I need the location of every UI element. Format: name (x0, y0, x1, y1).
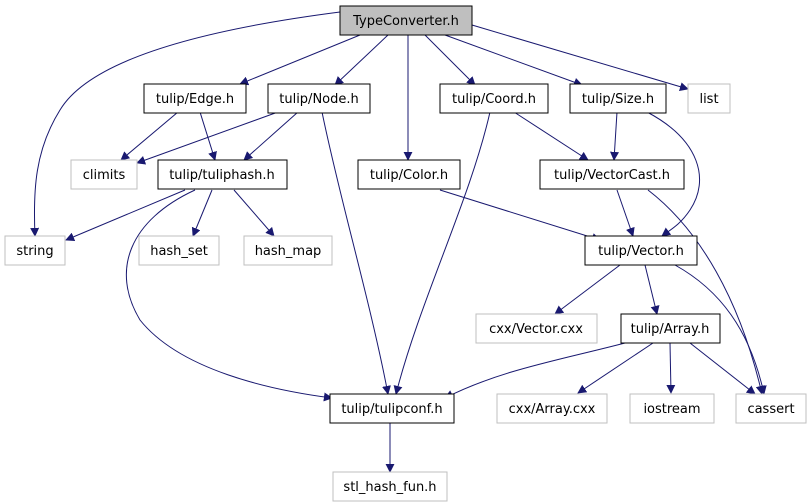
node-cassert[interactable]: cassert (735, 393, 807, 424)
node-label: string (16, 244, 53, 259)
node-label: climits (83, 168, 126, 183)
node-label: tulip/Node.h (279, 92, 359, 107)
node-label: tulip/tulipconf.h (341, 402, 442, 417)
node-hash-set[interactable]: hash_set (138, 235, 220, 266)
node-label: tulip/Array.h (631, 322, 710, 337)
edge-typeconverter-coord (424, 34, 476, 86)
edge-node-tulipconf (321, 111, 391, 395)
node-tulip-tuliphash[interactable]: tulip/tuliphash.h (157, 159, 288, 190)
edge-typeconverter-size (444, 34, 583, 87)
edge-size-vectorcast (610, 111, 619, 161)
edge-edge-tuliphash (199, 111, 217, 161)
edge-node-tuliphash (243, 111, 299, 161)
node-tulip-coord[interactable]: tulip/Coord.h (439, 83, 549, 114)
node-label: tulip/VectorCast.h (554, 168, 670, 183)
edge-vectorcast-vector (616, 189, 635, 237)
edge-typeconverter-node (334, 34, 389, 86)
node-label: tulip/Color.h (370, 168, 448, 183)
node-list[interactable]: list (687, 83, 731, 114)
node-label: tulip/Edge.h (156, 92, 234, 107)
node-tulip-edge[interactable]: tulip/Edge.h (143, 83, 247, 114)
edge-typeconverter-edge (239, 34, 361, 86)
node-tulip-tulipconf[interactable]: tulip/tulipconf.h (329, 393, 455, 424)
node-label: hash_map (255, 244, 322, 259)
node-tulip-vector[interactable]: tulip/Vector.h (584, 235, 698, 266)
edge-edge-climits (120, 111, 179, 161)
edge-typeconverter-string (30, 11, 341, 237)
node-label: cxx/Vector.cxx (489, 322, 583, 337)
node-label: stl_hash_fun.h (343, 480, 436, 495)
node-climits[interactable]: climits (70, 159, 138, 190)
node-tulip-size[interactable]: tulip/Size.h (569, 83, 667, 114)
edge-coord-tulipconf (393, 111, 491, 395)
node-cxx-array-cxx[interactable]: cxx/Array.cxx (496, 393, 608, 424)
edge-tuliphash-hash-set (191, 189, 213, 237)
edge-vector-cassert (674, 264, 767, 395)
node-label: cxx/Array.cxx (509, 402, 596, 417)
node-typeconverter[interactable]: TypeConverter.h (339, 5, 473, 36)
edge-size-vector (646, 111, 701, 237)
edge-color-vector (439, 189, 601, 242)
edge-tuliphash-string (65, 189, 186, 242)
edge-coord-vectorcast (513, 111, 589, 161)
edge-node-climits (136, 111, 279, 165)
node-label: cassert (747, 402, 794, 417)
node-label: hash_set (150, 244, 208, 259)
edge-array-cassert (689, 342, 756, 395)
edge-vector-array (644, 264, 660, 315)
node-label: tulip/Coord.h (452, 92, 536, 107)
node-iostream[interactable]: iostream (629, 393, 715, 424)
node-string[interactable]: string (4, 235, 66, 266)
edge-array-array-cxx (577, 342, 654, 394)
node-label: list (699, 92, 718, 107)
node-stl-hash-fun[interactable]: stl_hash_fun.h (332, 471, 448, 502)
node-label: tulip/Vector.h (598, 244, 684, 259)
edge-tuliphash-tulipconf (125, 189, 333, 402)
node-label: tulip/tuliphash.h (169, 168, 275, 183)
node-cxx-vector-cxx[interactable]: cxx/Vector.cxx (475, 313, 598, 344)
edge-typeconverter-list (471, 24, 689, 92)
edge-array-iostream (666, 342, 676, 394)
edge-tuliphash-hash-map (233, 189, 275, 237)
node-label: tulip/Size.h (582, 92, 654, 107)
edge-vector-vector-cxx (554, 264, 621, 315)
node-tulip-node[interactable]: tulip/Node.h (267, 83, 371, 114)
node-tulip-array[interactable]: tulip/Array.h (620, 313, 721, 344)
node-hash-map[interactable]: hash_map (243, 235, 333, 266)
edge-vectorcast-cassert (647, 189, 765, 395)
node-label: TypeConverter.h (352, 14, 459, 29)
node-tulip-color[interactable]: tulip/Color.h (357, 159, 461, 190)
edge-array-tulipconf (444, 342, 626, 399)
node-label: iostream (643, 402, 700, 417)
node-tulip-vectorcast[interactable]: tulip/VectorCast.h (539, 159, 685, 190)
